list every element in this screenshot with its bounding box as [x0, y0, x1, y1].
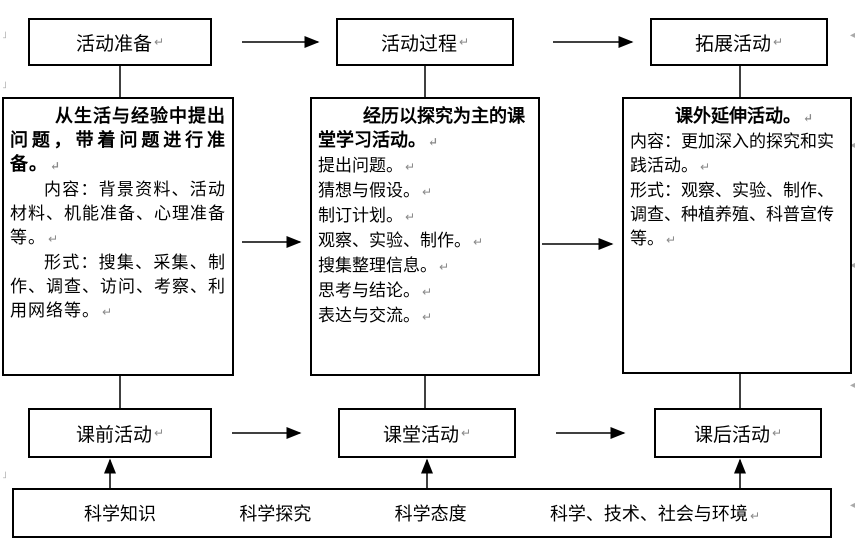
pre-class-label: 课前活动: [75, 423, 152, 446]
in-class-label: 课堂活动: [382, 423, 459, 446]
extend-heading: 课外延伸活动。↵: [675, 106, 814, 127]
margin-mark: ◂: [850, 140, 856, 151]
extend-form: 形式：观察、实验、制作、调查、种植养殖、科普宣传等。↵: [630, 181, 834, 249]
process-step: 观察、实验、制作。↵: [318, 231, 484, 251]
foundation-sts: 科学、技术、社会与环境↵: [549, 504, 760, 525]
process-step: 猜想与假设。↵: [318, 181, 433, 201]
margin-mark: ◂: [850, 500, 856, 511]
process-step: 搜集整理信息。↵: [318, 256, 450, 276]
prep-form: 形式：搜集、采集、制作、调查、访问、考察、利用网络等。↵: [10, 253, 226, 321]
activity-process-label: 活动过程: [380, 32, 457, 55]
activity-prep-label: 活动准备: [75, 32, 152, 55]
margin-mark: ◂: [850, 30, 856, 41]
margin-mark: ˩: [2, 470, 7, 481]
process-step: 思考与结论。↵: [318, 281, 433, 301]
process-step: 提出问题。↵: [318, 156, 416, 176]
process-heading: 经历以探究为主的课堂学习活动。↵: [318, 106, 525, 151]
in-class-box: 课堂活动↵: [338, 408, 516, 458]
process-step: 表达与交流。↵: [318, 306, 433, 326]
extend-detail-box: 课外延伸活动。↵ 内容：更加深入的探究和实践活动。↵ 形式：观察、实验、制作、调…: [622, 97, 852, 374]
extend-content: 内容：更加深入的探究和实践活动。↵: [630, 132, 834, 176]
margin-mark: ◂: [850, 380, 856, 391]
prep-heading: 从生活与经验中提出问题，带着问题进行准备。↵: [10, 106, 226, 175]
extend-activity-label: 拓展活动: [694, 32, 771, 55]
margin-mark: ˩: [2, 80, 7, 91]
post-class-label: 课后活动: [693, 423, 770, 446]
prep-detail-box: 从生活与经验中提出问题，带着问题进行准备。↵ 内容：背景资料、活动材料、机能准备…: [2, 97, 234, 376]
margin-mark: ◂: [850, 260, 856, 271]
post-class-box: 课后活动↵: [654, 408, 822, 458]
foundation-box: 科学知识 科学探究 科学态度 科学、技术、社会与环境↵: [12, 488, 832, 538]
activity-process-box: 活动过程↵: [336, 18, 514, 66]
prep-content: 内容：背景资料、活动材料、机能准备、心理准备等。↵: [10, 180, 226, 248]
foundation-inquiry: 科学探究: [239, 504, 312, 525]
margin-mark: ˩: [2, 30, 7, 41]
foundation-attitude: 科学态度: [394, 504, 467, 525]
foundation-knowledge: 科学知识: [84, 504, 156, 525]
process-detail-box: 经历以探究为主的课堂学习活动。↵ 提出问题。↵ 猜想与假设。↵ 制订计划。↵ 观…: [310, 97, 540, 376]
pre-class-box: 课前活动↵: [28, 408, 212, 458]
extend-activity-box: 拓展活动↵: [650, 18, 828, 66]
activity-prep-box: 活动准备↵: [28, 18, 212, 66]
process-step: 制订计划。↵: [318, 206, 416, 226]
